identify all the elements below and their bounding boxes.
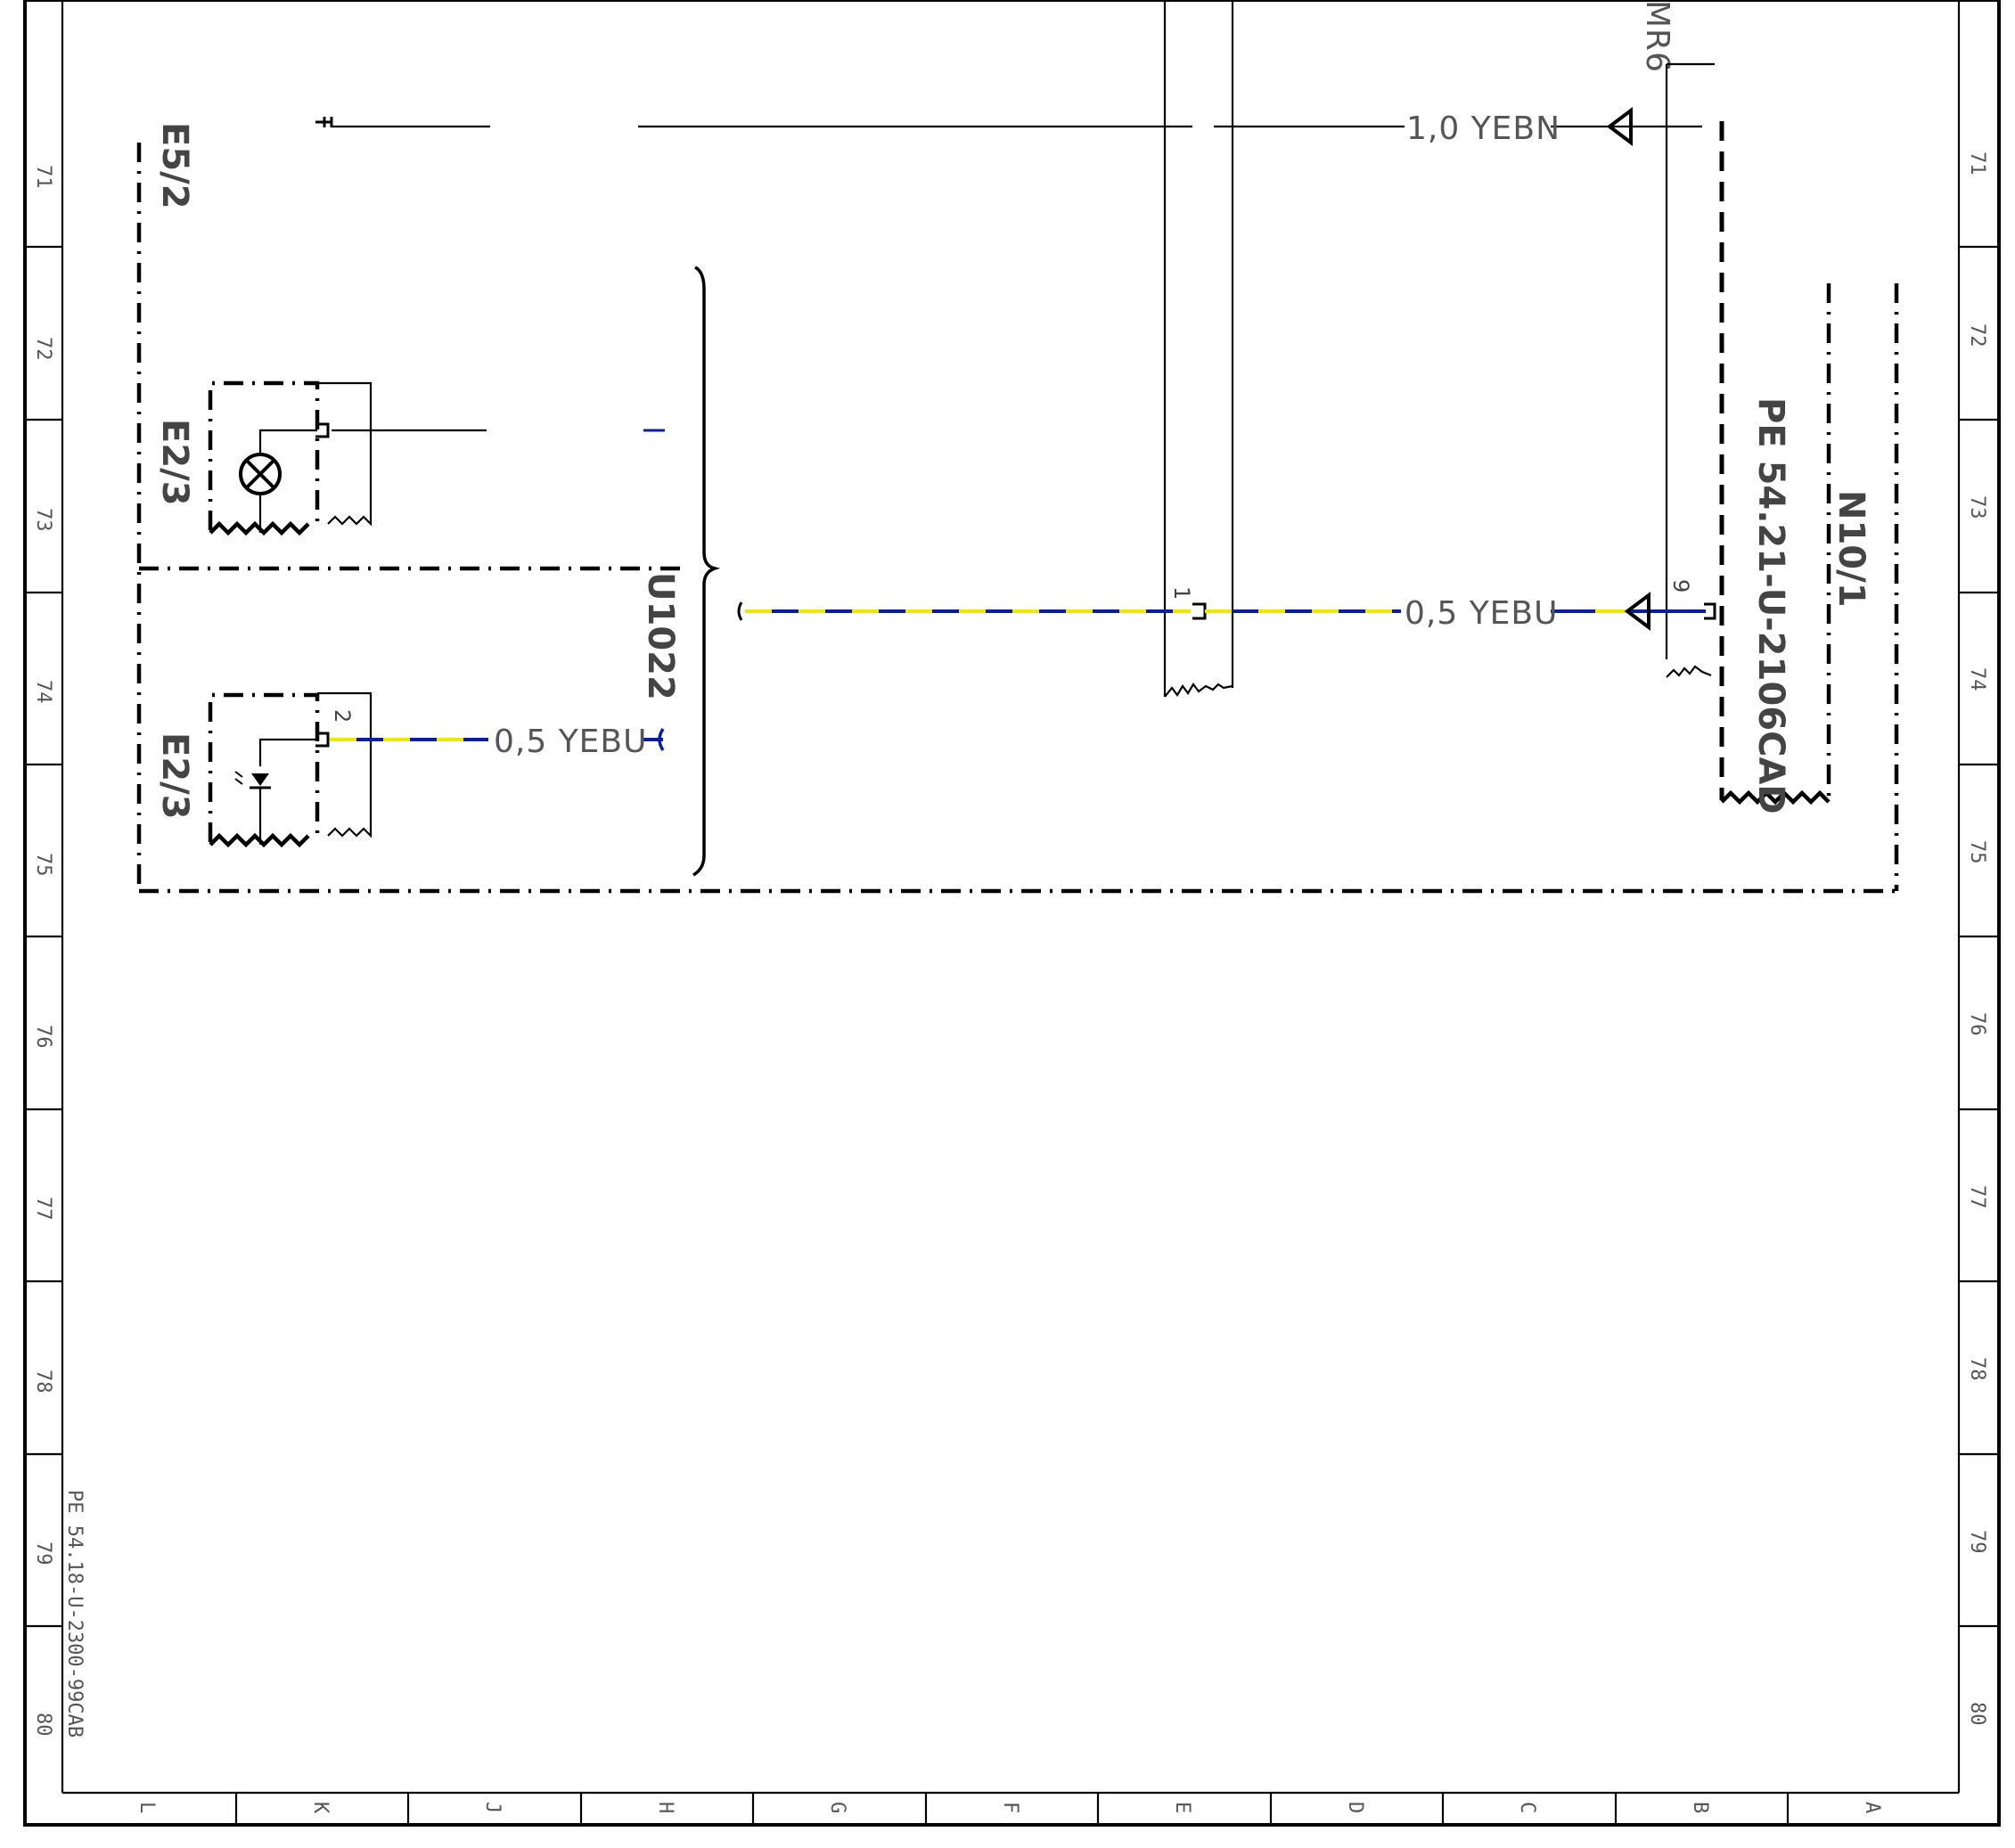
cable-bundle [1163,0,1234,698]
row-label-75-left: 75 [32,853,54,877]
n10-1-label: N10/1 [1831,490,1872,608]
middle-wire-label: 0,5 YEBU [1405,595,1558,632]
row-label-79-left: 79 [32,1541,54,1566]
row-label-77-right: 77 [1966,1185,1988,1209]
n10-1-ref-label: PE 54.21-U-2106CAD [1750,397,1791,814]
column-grid [234,1793,1790,1825]
middle-wire [737,601,1716,621]
row-label-73-left: 73 [32,508,54,532]
top-wire-label: 1,0 YEBN [1406,110,1560,147]
led-icon [234,771,271,789]
mr6-label: MR6 [1639,0,1675,73]
col-label-D: D [1344,1802,1366,1813]
row-label-71-left: 71 [32,165,54,189]
u1022-label: U1022 [640,572,681,700]
row-label-78-right: 78 [1966,1357,1988,1381]
row-label-71-right: 71 [1966,151,1988,176]
row-grid [25,245,1999,1628]
col-label-K: K [309,1802,332,1814]
e2-3-upper-box [208,380,487,536]
outer-frame [23,0,2001,1827]
lamp-icon [239,453,282,495]
e2-3-pin: 2 [330,709,355,723]
col-label-F: F [999,1802,1021,1813]
row-label-80-right: 80 [1966,1702,1988,1726]
row-label-77-left: 77 [32,1197,54,1221]
col-label-C: C [1516,1802,1538,1813]
row-label-72-left: 72 [32,337,54,361]
row-label-76-left: 76 [32,1025,54,1049]
col-label-G: G [826,1802,848,1813]
col-label-A: A [1861,1802,1883,1813]
arrow-icon [1624,592,1650,631]
n10-pin: 9 [1668,579,1693,593]
col-label-H: H [654,1802,676,1813]
n10-1-box [1719,121,1831,805]
top-wire [315,117,1702,128]
row-label-73-right: 73 [1966,495,1988,519]
row-label-75-right: 75 [1966,840,1988,864]
row-label-72-right: 72 [1966,323,1988,348]
e2-3-lower-label: E2/3 [154,732,195,820]
mr6-lead-end [1666,665,1712,678]
e5-2-label: E5/2 [154,122,195,209]
drawing-number: PE 54.18-U-2300-99CAB [63,1490,86,1738]
arrow-icon [1606,107,1633,146]
col-label-L: L [135,1802,158,1813]
row-label-80-left: 80 [32,1713,54,1737]
row-label-74-left: 74 [32,680,54,704]
connector-pin: 1 [1169,586,1194,600]
row-label-74-right: 74 [1966,667,1988,691]
e2-3-upper-label: E2/3 [154,419,195,506]
col-label-E: E [1171,1802,1193,1813]
col-label-B: B [1689,1802,1711,1813]
col-label-J: J [481,1802,504,1813]
mr6-lead [1665,62,1715,659]
lower-wire-label: 0,5 YEBU [494,724,647,760]
row-label-78-left: 78 [32,1370,54,1394]
u1022-brace [692,266,721,877]
lower-wire [330,728,665,751]
row-label-79-right: 79 [1966,1530,1988,1554]
row-label-76-right: 76 [1966,1012,1988,1036]
